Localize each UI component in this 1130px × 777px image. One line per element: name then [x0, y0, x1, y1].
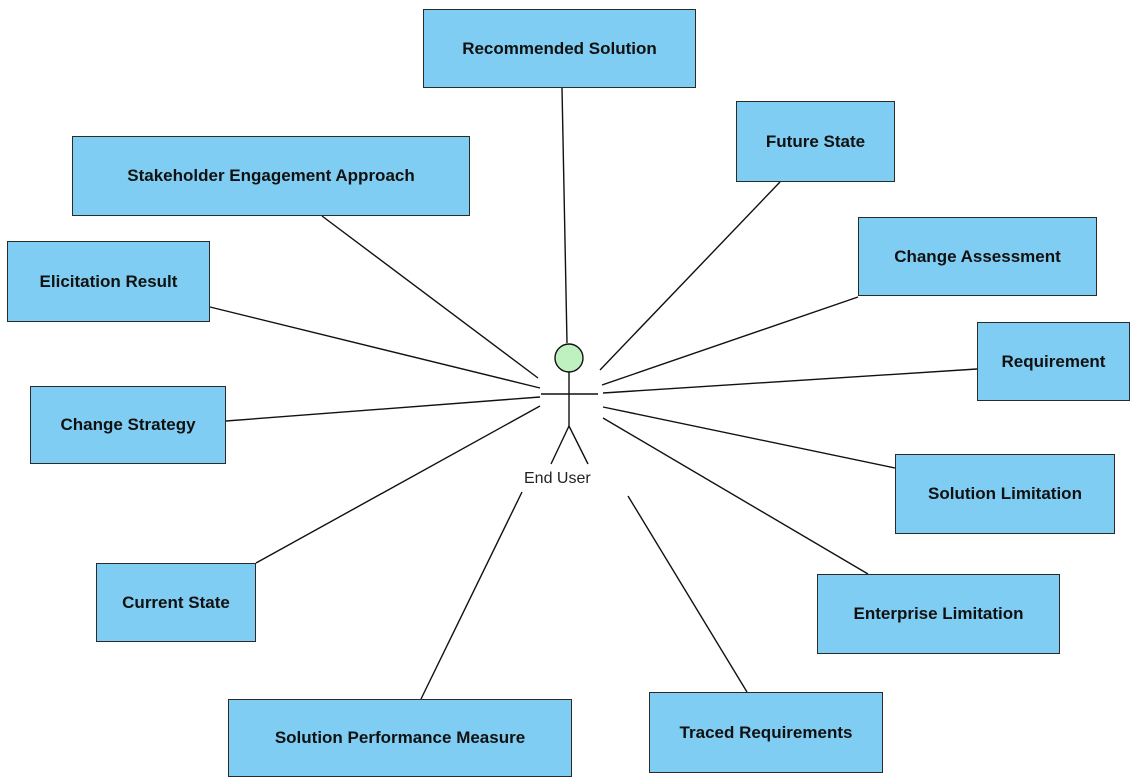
node-solution-limitation[interactable]: Solution Limitation [895, 454, 1115, 534]
connector-elicitation-result [209, 306, 541, 389]
connector-solution-limitation [602, 406, 896, 469]
node-label: Future State [765, 131, 866, 151]
node-enterprise-limitation[interactable]: Enterprise Limitation [817, 574, 1060, 654]
connector-enterprise-limitation [602, 417, 869, 575]
node-label: Solution Limitation [928, 484, 1082, 503]
actor-left-leg [550, 425, 570, 465]
node-stakeholder-engagement-approach[interactable]: Stakeholder Engagement Approach [72, 136, 470, 216]
connector-solution-performance-measure [420, 491, 523, 700]
connector-recommended-solution [561, 87, 568, 344]
actor-label: End User [524, 470, 591, 487]
node-elicitation-result[interactable]: Elicitation Result [7, 241, 210, 322]
node-label: Requirement [1001, 351, 1106, 371]
node-label: Elicitation Result [39, 271, 178, 291]
node-solution-performance-measure[interactable]: Solution Performance Measure [228, 699, 572, 777]
node-label: Recommended Solution [462, 38, 657, 58]
node-label: Solution Performance Measure [274, 728, 526, 747]
node-recommended-solution[interactable]: Recommended Solution [423, 9, 696, 88]
connector-stakeholder-engagement-approach [321, 215, 539, 379]
connector-traced-requirements [627, 495, 748, 693]
connector-change-strategy [225, 396, 541, 422]
node-change-assessment[interactable]: Change Assessment [858, 217, 1097, 296]
connector-current-state [255, 405, 541, 564]
connector-requirement [602, 368, 978, 394]
actor-head-icon [554, 343, 584, 373]
node-label: Change Strategy [60, 415, 196, 434]
node-requirement[interactable]: Requirement [977, 322, 1130, 401]
node-label: Change Assessment [894, 246, 1061, 266]
node-label: Traced Requirements [679, 722, 853, 742]
node-traced-requirements[interactable]: Traced Requirements [649, 692, 883, 773]
node-label: Current State [122, 592, 230, 612]
node-label: Stakeholder Engagement Approach [127, 166, 415, 185]
connector-future-state [599, 181, 781, 371]
node-future-state[interactable]: Future State [736, 101, 895, 182]
node-label: Enterprise Limitation [853, 604, 1024, 623]
actor-right-leg [568, 425, 589, 465]
node-current-state[interactable]: Current State [96, 563, 256, 642]
connector-change-assessment [601, 296, 859, 386]
node-change-strategy[interactable]: Change Strategy [30, 386, 226, 464]
